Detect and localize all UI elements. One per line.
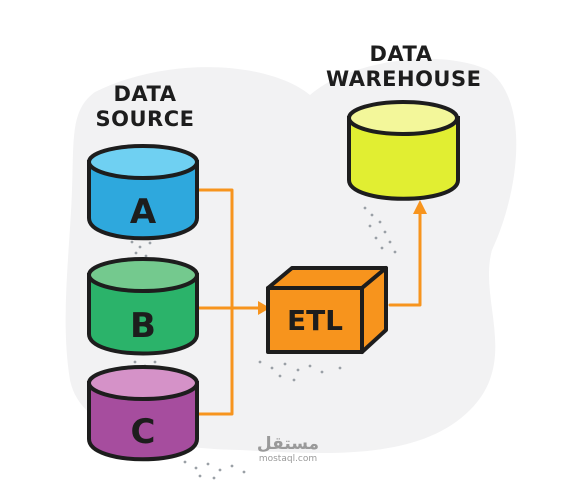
cylinder-c-letter: C (131, 412, 156, 452)
cylinder-a-top (87, 144, 199, 180)
line-to-warehouse (388, 210, 422, 307)
source-cylinder-b: B (87, 257, 199, 356)
arrowhead-to-etl (258, 301, 270, 315)
line-from-a (195, 188, 234, 310)
data-warehouse-label-line2: WAREHOUSE (326, 67, 482, 91)
etl-label: ETL (287, 304, 343, 337)
cylinder-b-body (87, 273, 199, 356)
data-warehouse-label-line1: DATA (369, 42, 433, 66)
etl-box: ETL (266, 266, 388, 354)
dotted-shadows (130, 206, 397, 480)
cylinder-a-letter: A (130, 192, 157, 232)
watermark-arabic: مستقل (256, 434, 320, 454)
cylinder-c-body (87, 381, 199, 462)
warehouse-cylinder (347, 100, 460, 201)
line-from-c (195, 306, 234, 416)
data-warehouse-label: DATA WAREHOUSE (326, 42, 482, 92)
cylinder-b-top (87, 257, 199, 293)
arrowhead-to-warehouse (413, 200, 427, 214)
data-source-label-line2: SOURCE (95, 107, 195, 131)
warehouse-top (347, 100, 459, 136)
source-cylinder-a: A (87, 144, 199, 241)
watermark-latin: mostaql.com (258, 454, 318, 464)
etl-box-front (266, 286, 364, 354)
cylinder-a-body (87, 160, 199, 241)
source-cylinder-c: C (87, 365, 199, 462)
data-source-label-line1: DATA (113, 82, 177, 106)
warehouse-body (347, 116, 460, 201)
mostaql-watermark: مستقل mostaql.com (248, 434, 328, 465)
connector-lines (195, 188, 422, 416)
cylinder-b-letter: B (130, 306, 156, 346)
cylinder-c-top (87, 365, 199, 401)
data-source-label: DATA SOURCE (90, 82, 200, 132)
